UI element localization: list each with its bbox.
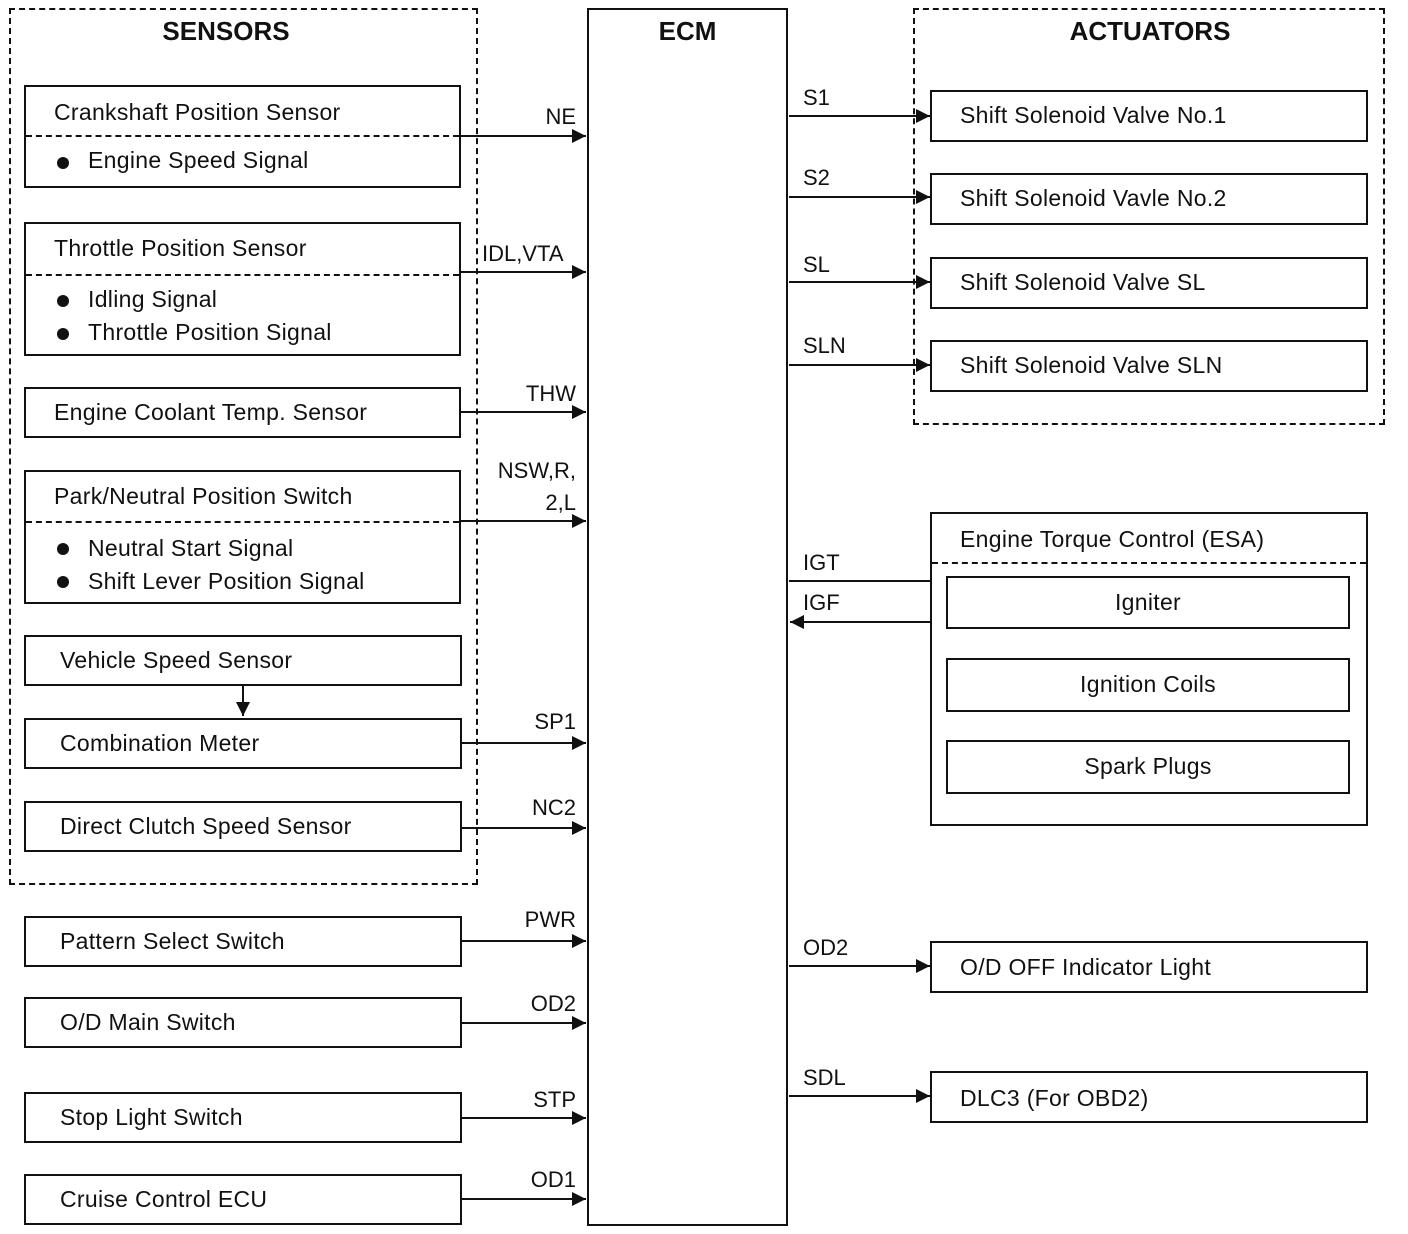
actuators-header: ACTUATORS	[1069, 16, 1231, 46]
sdl-label: SDL	[803, 1065, 846, 1090]
direct-clutch-sensor-title: Direct Clutch Speed Sensor	[60, 813, 352, 839]
divider	[26, 274, 459, 276]
igniter-title: Igniter	[1114, 589, 1182, 615]
engine-speed-signal: Engine Speed Signal	[88, 147, 309, 173]
bullet-icon	[57, 543, 69, 555]
throttle-position-signal: Throttle Position Signal	[88, 319, 332, 345]
spark-plugs-box: Spark Plugs	[946, 740, 1350, 794]
sensors-header: SENSORS	[162, 16, 290, 46]
idling-signal: Idling Signal	[88, 286, 218, 312]
sln-label: SLN	[803, 333, 846, 358]
stop-light-switch-box: Stop Light Switch	[24, 1092, 462, 1143]
neutral-start-signal: Neutral Start Signal	[88, 535, 294, 561]
shift-solenoid-sl-box: Shift Solenoid Valve SL	[930, 257, 1368, 309]
stp-label: STP	[533, 1087, 576, 1112]
pattern-select-switch-box: Pattern Select Switch	[24, 916, 462, 967]
ecm-header: ECM	[658, 16, 717, 46]
park-neutral-switch-title: Park/Neutral Position Switch	[54, 483, 353, 509]
two-l-label: 2,L	[545, 490, 576, 515]
ignition-coils-box: Ignition Coils	[946, 658, 1350, 712]
s2-label: S2	[803, 165, 830, 190]
s1-label: S1	[803, 85, 830, 110]
sensors-group	[9, 8, 478, 885]
ne-label: NE	[545, 104, 576, 129]
vehicle-speed-sensor-box: Vehicle Speed Sensor	[24, 635, 462, 686]
igniter-box: Igniter	[946, 576, 1350, 629]
coolant-sensor-box: Engine Coolant Temp. Sensor	[24, 387, 461, 438]
idl-vta-label: IDL,VTA	[482, 241, 564, 266]
igf-label: IGF	[803, 590, 840, 615]
od-main-switch-title: O/D Main Switch	[60, 1009, 236, 1035]
od2-out-label: OD2	[803, 935, 849, 960]
pwr-label: PWR	[524, 907, 576, 932]
throttle-sensor-box: Throttle Position Sensor Idling Signal T…	[24, 222, 461, 356]
crankshaft-sensor-box: Crankshaft Position Sensor Engine Speed …	[24, 85, 461, 188]
bullet-icon	[57, 157, 69, 169]
od1-label: OD1	[530, 1167, 576, 1192]
shift-solenoid-sln-box: Shift Solenoid Valve SLN	[930, 340, 1368, 392]
bullet-icon	[57, 295, 69, 307]
combination-meter-box: Combination Meter	[24, 718, 462, 769]
od2-in-label: OD2	[530, 991, 576, 1016]
divider	[26, 135, 459, 137]
shift-solenoid-2-box: Shift Solenoid Vavle No.2	[930, 173, 1368, 225]
ignition-coils-title: Ignition Coils	[1080, 671, 1216, 697]
direct-clutch-sensor-box: Direct Clutch Speed Sensor	[24, 801, 462, 852]
od-off-indicator-title: O/D OFF Indicator Light	[960, 954, 1212, 980]
bullet-icon	[57, 576, 69, 588]
dlc3-title: DLC3 (For OBD2)	[960, 1085, 1149, 1111]
shift-solenoid-1-title: Shift Solenoid Valve No.1	[960, 102, 1227, 128]
shift-solenoid-1-box: Shift Solenoid Valve No.1	[930, 90, 1368, 142]
pattern-select-switch-title: Pattern Select Switch	[60, 928, 285, 954]
actuators-group	[913, 8, 1385, 425]
crankshaft-sensor-title: Crankshaft Position Sensor	[54, 99, 341, 125]
spark-plugs-title: Spark Plugs	[1084, 753, 1212, 779]
divider	[26, 521, 459, 523]
ecm-block	[587, 8, 788, 1226]
esa-title: Engine Torque Control (ESA)	[960, 526, 1265, 552]
coolant-sensor-title: Engine Coolant Temp. Sensor	[54, 399, 368, 425]
sl-label: SL	[803, 252, 830, 277]
shift-lever-position-signal: Shift Lever Position Signal	[88, 568, 365, 594]
sp1-label: SP1	[534, 709, 576, 734]
nc2-label: NC2	[531, 795, 576, 820]
od-main-switch-box: O/D Main Switch	[24, 997, 462, 1048]
combination-meter-title: Combination Meter	[60, 730, 260, 756]
vehicle-speed-sensor-title: Vehicle Speed Sensor	[60, 647, 293, 673]
nsw-r-label: NSW,R,	[497, 458, 576, 483]
shift-solenoid-sln-title: Shift Solenoid Valve SLN	[960, 352, 1223, 378]
od-off-indicator-box: O/D OFF Indicator Light	[930, 941, 1368, 993]
bullet-icon	[57, 328, 69, 340]
cruise-control-ecu-title: Cruise Control ECU	[60, 1186, 268, 1212]
shift-solenoid-sl-title: Shift Solenoid Valve SL	[960, 269, 1206, 295]
igt-label: IGT	[803, 550, 840, 575]
throttle-sensor-title: Throttle Position Sensor	[54, 235, 307, 261]
park-neutral-switch-box: Park/Neutral Position Switch Neutral Sta…	[24, 470, 461, 604]
shift-solenoid-2-title: Shift Solenoid Vavle No.2	[960, 185, 1227, 211]
thw-label: THW	[525, 381, 576, 406]
cruise-control-ecu-box: Cruise Control ECU	[24, 1174, 462, 1225]
divider	[932, 562, 1366, 564]
stop-light-switch-title: Stop Light Switch	[60, 1104, 243, 1130]
dlc3-box: DLC3 (For OBD2)	[930, 1071, 1368, 1123]
